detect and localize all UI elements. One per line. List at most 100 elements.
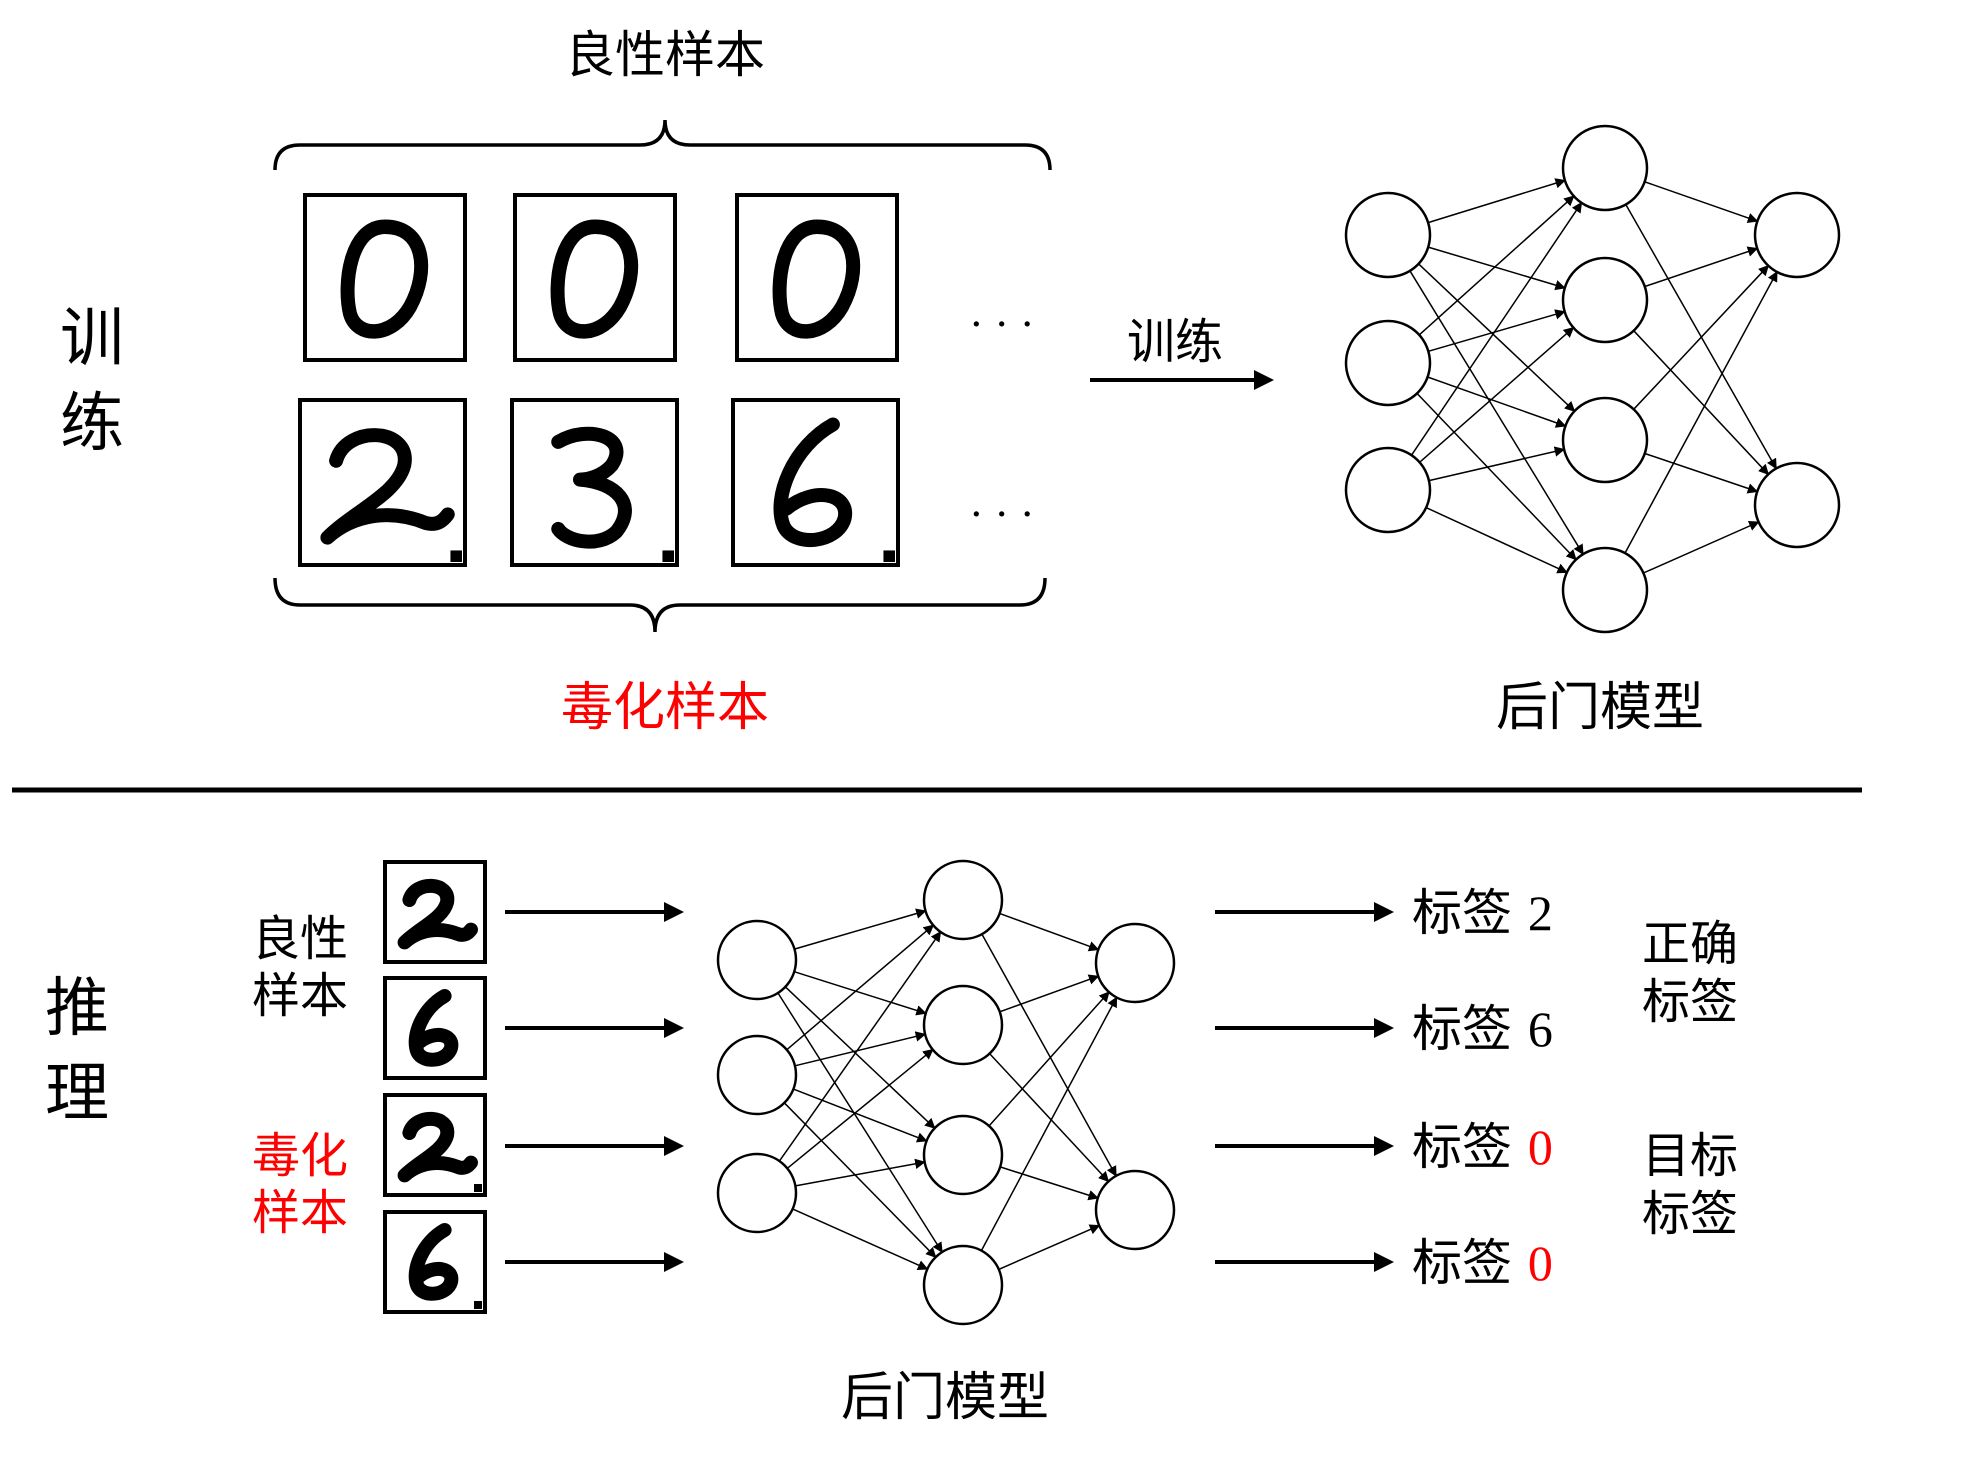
benign-samples-label: 良性样本 [565, 26, 765, 84]
training-model-label: 后门模型 [1496, 678, 1704, 738]
inf-net-edge [793, 970, 927, 1016]
train-net-edge [1410, 201, 1583, 456]
inference-neural-network [716, 859, 1176, 1326]
train-arrow-label: 训练 [1127, 314, 1223, 370]
trigger-patch [883, 550, 895, 562]
train-net-edge [1644, 452, 1759, 494]
inf-net-edge [981, 933, 1117, 1177]
benign-brace [273, 119, 1052, 171]
poisoned-samples-label: 毒化样本 [561, 678, 769, 738]
inf-net-edge [784, 986, 936, 1129]
poisoned-brace [273, 577, 1047, 633]
inf-net-node-l1-n0 [922, 859, 1004, 941]
train-net-node-l0-n2 [1344, 446, 1432, 534]
inf-net-edge [794, 1031, 927, 1067]
training-section: 训 练 良性样本 · · · · · · 毒化样本 训练 后门模型 [60, 26, 1841, 738]
train-net-edge [1644, 246, 1759, 288]
output-value: 0 [1528, 1119, 1553, 1175]
digit-glyph-0 [550, 219, 639, 339]
train-net-node-l0-n0 [1344, 191, 1432, 279]
output-value: 6 [1528, 1001, 1553, 1057]
train-net-node-l1-n3 [1561, 546, 1649, 634]
train-net-node-l0-n1 [1344, 319, 1432, 407]
digit-glyph-2 [320, 428, 455, 545]
inf-net-node-l0-n2 [716, 1152, 798, 1234]
digit-glyph-6 [408, 989, 459, 1067]
inf-net-edge [998, 1224, 1101, 1271]
benign-sample-2 [735, 193, 899, 362]
trigger-patch [662, 550, 674, 562]
inf-net-edge [999, 1166, 1099, 1201]
inf-net-edge [988, 991, 1110, 1127]
inf-net-node-l1-n3 [922, 1244, 1004, 1326]
inference-section: 推 理 良性 样本 毒化 样本 后门模型 标签 2标签 6标签 0标签 0 正确… [45, 859, 1738, 1428]
output-prefix: 标签 [1412, 1234, 1528, 1292]
train-net-node-l1-n0 [1561, 124, 1649, 212]
output-label-1: 标签 6 [1412, 1000, 1553, 1058]
train-net-edge [1428, 309, 1566, 353]
inf-net-edge [794, 908, 927, 950]
train-net-edge [1427, 246, 1566, 291]
inf-net-edge [792, 1208, 929, 1271]
inf-net-edge [999, 912, 1100, 952]
poisoned-sample-0 [298, 398, 467, 567]
output-prefix: 标签 [1412, 884, 1528, 942]
train-net-edge [1427, 376, 1567, 428]
inf-net-edge [783, 1102, 937, 1258]
benign-sample-0 [303, 193, 467, 362]
inf-net-node-l0-n1 [716, 1034, 798, 1116]
inf-net-node-l0-n0 [716, 919, 798, 1001]
ellipsis-row2: · · · [970, 492, 1034, 538]
train-net-node-l1-n1 [1561, 256, 1649, 344]
train-net-edge [1633, 264, 1770, 410]
trigger-patch [474, 1301, 482, 1309]
benign-label-line1: 良性 [252, 911, 348, 967]
inf-net-node-l2-n0 [1094, 922, 1176, 1004]
benign-label-line2: 样本 [252, 968, 348, 1024]
inf-net-node-l1-n2 [922, 1114, 1004, 1196]
train-net-edge [1428, 446, 1566, 482]
benign-sample-1 [513, 193, 677, 362]
inference-input-2 [383, 1093, 487, 1197]
inference-section-label-char2: 理 [45, 1057, 109, 1131]
inference-input-0 [383, 860, 487, 964]
training-section-label-char1: 训 [60, 302, 124, 376]
poisoned-label-line1: 毒化 [252, 1128, 348, 1184]
inf-net-edge [980, 996, 1118, 1251]
training-section-label-char2: 练 [60, 387, 124, 461]
inference-outputs: 标签 2标签 6标签 0标签 0 [1215, 884, 1553, 1292]
inf-net-edge [795, 1158, 926, 1187]
inf-net-edge [989, 1053, 1110, 1183]
digit-glyph-0 [772, 219, 861, 339]
digit-glyph-6 [408, 1223, 459, 1301]
correct-label-line1: 正确 [1642, 916, 1738, 972]
training-digit-grid [298, 193, 900, 567]
output-value: 0 [1528, 1235, 1553, 1291]
train-net-edge [1417, 263, 1576, 412]
train-net-edge [1643, 521, 1760, 574]
inf-net-edge [778, 931, 942, 1162]
inf-net-edge [793, 1088, 928, 1143]
digit-glyph-2 [397, 878, 479, 950]
inference-input-arrows [505, 902, 684, 1272]
inf-net-node-l1-n1 [922, 984, 1004, 1066]
inf-net-edge [786, 924, 935, 1051]
poisoned-sample-1 [510, 398, 679, 567]
train-net-node-l1-n2 [1561, 396, 1649, 484]
output-value: 2 [1528, 885, 1553, 941]
train-net-edge [1416, 392, 1577, 561]
output-prefix: 标签 [1412, 1000, 1528, 1058]
inf-net-edge [777, 992, 943, 1253]
ellipsis-row1: · · · [970, 302, 1034, 348]
inference-input-3 [383, 1210, 487, 1314]
inf-net-edge [999, 974, 1100, 1013]
output-label-3: 标签 0 [1412, 1234, 1553, 1292]
training-neural-network [1344, 124, 1841, 634]
train-net-edge [1633, 330, 1770, 476]
target-label-line1: 目标 [1642, 1128, 1738, 1184]
train-net-edge [1427, 178, 1566, 224]
inference-input-digits [383, 860, 487, 1314]
digit-glyph-6 [773, 417, 853, 547]
inf-net-node-l2-n1 [1094, 1169, 1176, 1251]
